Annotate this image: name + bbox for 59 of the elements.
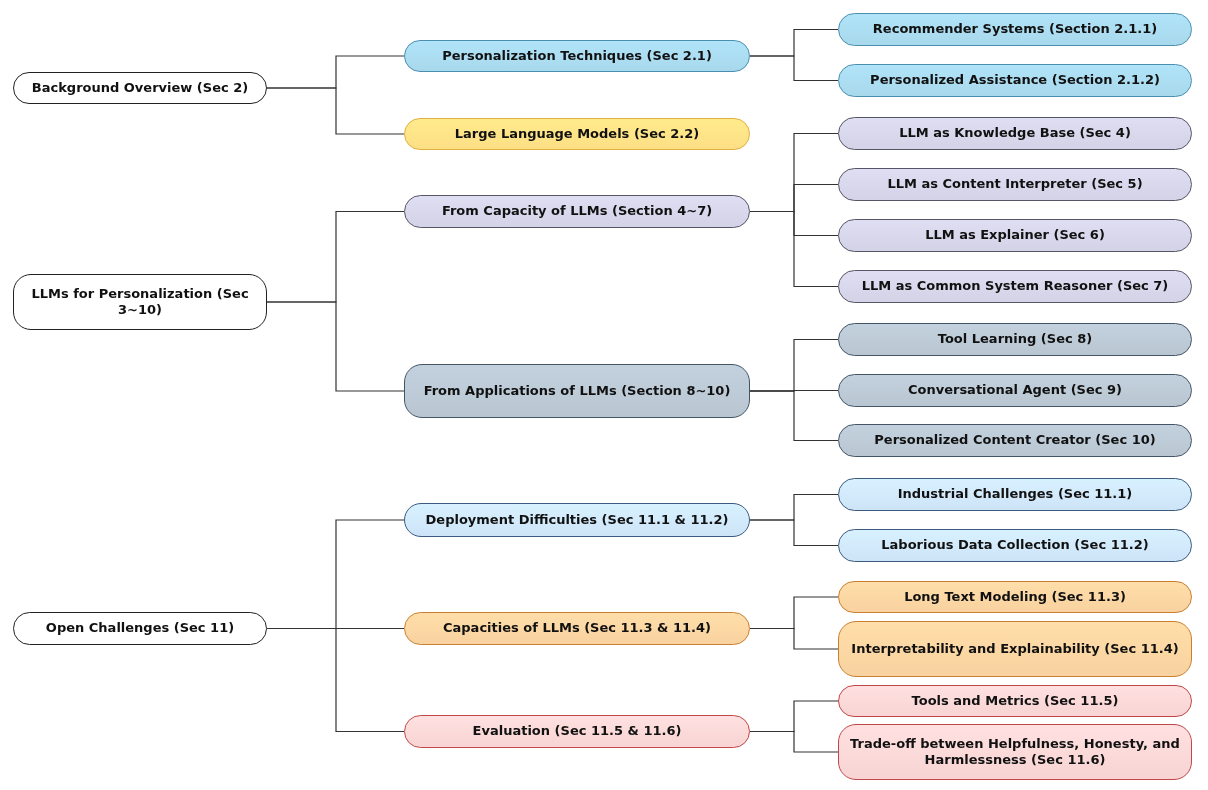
connector-line <box>266 87 405 135</box>
connector-line <box>749 55 839 82</box>
rounded-box <box>838 621 1192 677</box>
node-label: Open Challenges (Sec 11) <box>45 620 235 637</box>
node-label: Laborious Data Collection (Sec 11.2) <box>881 537 1149 554</box>
rounded-box <box>838 117 1192 150</box>
rounded-box <box>838 685 1192 717</box>
connector-line <box>749 210 839 288</box>
node-label: Capacities of LLMs (Sec 11.3 & 11.4) <box>443 620 711 637</box>
node-label: Personalized Assistance (Section 2.1.2) <box>870 72 1160 89</box>
node-label: LLM as Common System Reasoner (Sec 7) <box>861 278 1169 295</box>
rounded-box <box>404 40 750 72</box>
rounded-box <box>838 13 1192 46</box>
node-label: Interpretability and Explainability (Sec 11.4) <box>851 640 1179 658</box>
rounded-box <box>838 424 1192 457</box>
connector-line <box>266 301 405 392</box>
rounded-box <box>838 64 1192 97</box>
rounded-box <box>404 118 750 150</box>
rounded-box <box>838 478 1192 511</box>
node-label: Tools and Metrics (Sec 11.5) <box>911 692 1119 710</box>
node-label: Personalization Techniques (Sec 2.1) <box>442 47 712 65</box>
rounded-box <box>838 219 1192 252</box>
rounded-box <box>13 612 267 645</box>
connector-line <box>266 627 405 733</box>
rounded-box <box>13 72 267 104</box>
node-label: LLMs for Personalization (Sec 3~10) <box>30 285 250 319</box>
node-label: LLM as Content Interpreter (Sec 5) <box>887 176 1143 193</box>
node-label: From Capacity of LLMs (Section 4~7) <box>441 203 713 220</box>
rounded-box <box>404 364 750 418</box>
node-label: Personalized Content Creator (Sec 10) <box>874 432 1156 449</box>
node-label: Conversational Agent (Sec 9) <box>907 382 1123 399</box>
rounded-box <box>404 715 750 748</box>
node-label: Tool Learning (Sec 8) <box>937 331 1093 348</box>
node-label: Evaluation (Sec 11.5 & 11.6) <box>472 723 682 740</box>
rounded-box <box>404 612 750 645</box>
node-label: Long Text Modeling (Sec 11.3) <box>904 588 1126 606</box>
connector-line <box>749 627 839 650</box>
rounded-box <box>838 374 1192 407</box>
node-label: Background Overview (Sec 2) <box>31 79 249 97</box>
connector-line <box>749 519 839 547</box>
node-label: Large Language Models (Sec 2.2) <box>454 125 700 143</box>
rounded-box <box>838 581 1192 613</box>
node-label: LLM as Explainer (Sec 6) <box>925 227 1105 244</box>
node-label: Deployment Difficulties (Sec 11.1 & 11.2) <box>425 511 729 529</box>
connector-line <box>749 390 839 442</box>
rounded-box <box>404 503 750 537</box>
node-label: Recommender Systems (Section 2.1.1) <box>872 21 1158 38</box>
rounded-box <box>838 270 1192 303</box>
node-label: Trade-off between Helpfulness, Honesty, and Harmlessness (Sec 11.6) <box>849 735 1181 769</box>
rounded-box <box>838 529 1192 562</box>
node-label: LLM as Knowledge Base (Sec 4) <box>899 125 1131 142</box>
connector-line <box>749 730 839 753</box>
rounded-box <box>838 168 1192 201</box>
node-label: From Applications of LLMs (Section 8~10) <box>423 382 731 400</box>
rounded-box <box>838 323 1192 356</box>
rounded-box <box>404 195 750 228</box>
rounded-box <box>838 724 1192 780</box>
rounded-box <box>13 274 267 330</box>
node-label: Industrial Challenges (Sec 11.1) <box>897 486 1133 503</box>
